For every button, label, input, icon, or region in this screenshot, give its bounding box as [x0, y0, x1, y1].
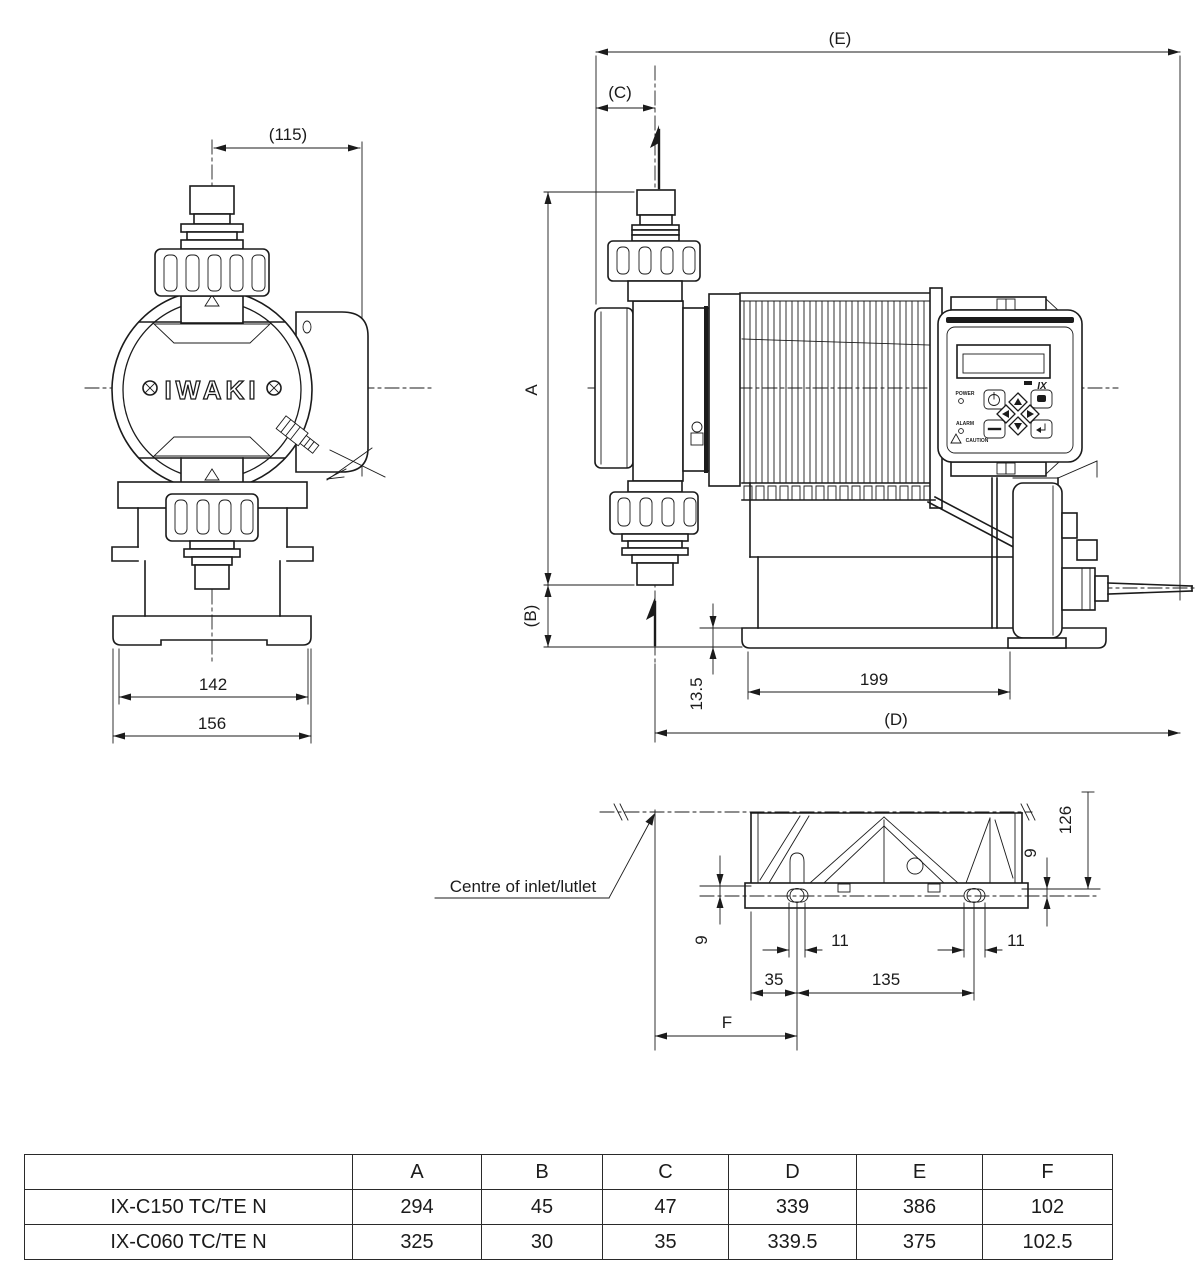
- header-C: C: [602, 1154, 729, 1190]
- dim-13-5: 13.5: [687, 603, 747, 711]
- dim-D-label: (D): [884, 710, 908, 729]
- brand-logo: IWAKI: [164, 375, 259, 405]
- cable-gland: [1061, 567, 1096, 611]
- cell-value: 339.5: [728, 1224, 857, 1260]
- arrow-keypad: [996, 392, 1040, 436]
- dim-142: 142: [118, 648, 309, 705]
- cell-value: 47: [602, 1189, 729, 1225]
- base-truss: [699, 812, 1101, 909]
- front-view: (115) IWAKI: [84, 125, 433, 744]
- header-B: B: [481, 1154, 603, 1190]
- dim-115-label: (115): [269, 125, 307, 144]
- dim-9-left-label: 9: [692, 935, 711, 944]
- dim-F-label: F: [722, 1013, 732, 1032]
- cell-value: 102.5: [982, 1224, 1113, 1260]
- model-name: IX-C060 TC/TE N: [24, 1224, 353, 1260]
- alarm-lamp: [958, 428, 964, 434]
- menu-icon: [1037, 395, 1046, 402]
- alarm-label: ALARM: [956, 421, 974, 427]
- header-F: F: [982, 1154, 1113, 1190]
- model-name: IX-C150 TC/TE N: [24, 1189, 353, 1225]
- dim-A-label: A: [522, 384, 541, 396]
- dim-156-label: 156: [198, 714, 226, 733]
- cell-value: 294: [352, 1189, 482, 1225]
- dim-E-label: (E): [829, 29, 852, 48]
- power-lamp: [958, 398, 964, 404]
- flow-arrow-top: [650, 125, 661, 190]
- dim-156: 156: [112, 648, 312, 744]
- dim-126-label: 126: [1056, 806, 1075, 834]
- warning-triangle-icon: [950, 433, 962, 444]
- power-cable: [1107, 582, 1193, 587]
- dim-A: A: [522, 191, 635, 586]
- top-fitting-front: [154, 185, 270, 297]
- bottom-fitting-front: [165, 493, 259, 590]
- drawing-canvas: (115) IWAKI: [84, 29, 1197, 1051]
- dim-11-left: 11: [762, 902, 849, 958]
- air-vent: [275, 415, 386, 481]
- bottom-fitting-side: [609, 480, 699, 586]
- cell-value: 386: [856, 1189, 983, 1225]
- dim-9-left: 9: [692, 855, 724, 945]
- dim-35-label: 35: [765, 970, 784, 989]
- cell-value: 45: [481, 1189, 603, 1225]
- cell-value: 35: [602, 1224, 729, 1260]
- dim-199: 199: [747, 651, 1011, 700]
- dim-B-label: (B): [521, 605, 540, 628]
- cell-value: 325: [352, 1224, 482, 1260]
- connector-port: [1076, 539, 1098, 561]
- header-A: A: [352, 1154, 482, 1190]
- dim-35: 35: [750, 902, 798, 1051]
- dim-9-right: 9: [1021, 848, 1051, 927]
- connector-port: [1061, 512, 1078, 539]
- dim-C: (C): [595, 83, 656, 112]
- table-header-row: A B C D E F: [24, 1154, 1113, 1190]
- caution-label: CAUTION: [966, 438, 989, 444]
- cell-value: 30: [481, 1224, 603, 1260]
- dim-E: (E): [595, 29, 1181, 601]
- dim-11-right: 11: [937, 902, 1025, 958]
- dim-11-left-label: 11: [831, 931, 849, 950]
- inlet-note-label: Centre of inlet/lutlet: [450, 877, 597, 896]
- rear-housing: [991, 460, 1193, 649]
- cell-value: 339: [728, 1189, 857, 1225]
- bottom-view: Centre of inlet/lutlet: [434, 791, 1101, 1051]
- dim-135-label: 135: [872, 970, 900, 989]
- cell-value: 375: [856, 1224, 983, 1260]
- top-fitting-side: [607, 189, 701, 302]
- dim-D: (D): [654, 710, 1181, 737]
- table-row: IX-C060 TC/TE N 325 30 35 339.5 375 102.…: [24, 1224, 1113, 1260]
- dim-135: 135: [796, 902, 975, 1001]
- dim-11-right-label: 11: [1007, 931, 1025, 950]
- header-E: E: [856, 1154, 983, 1190]
- cell-value: 102: [982, 1189, 1113, 1225]
- control-panel: IX POWER ALARM CAUTION: [937, 296, 1083, 477]
- dim-126: 126: [1056, 791, 1095, 890]
- side-view: (E) (C) A: [521, 29, 1197, 743]
- flow-arrow-bottom: [646, 597, 657, 647]
- motor-fins: [739, 287, 943, 509]
- start-stop-button: [983, 389, 1006, 410]
- dim-C-label: (C): [608, 83, 632, 102]
- lcd-display: [956, 344, 1051, 379]
- inlet-note: Centre of inlet/lutlet: [434, 813, 655, 899]
- dim-B: (B): [521, 584, 743, 648]
- dimension-table: A B C D E F IX-C150 TC/TE N 294 45 47 33…: [24, 1154, 1113, 1260]
- dim-9-right-label: 9: [1021, 848, 1040, 857]
- panel-logo: IX: [1037, 381, 1048, 392]
- dim-13-5-label: 13.5: [687, 677, 706, 710]
- table-row: IX-C150 TC/TE N 294 45 47 339 386 102: [24, 1189, 1113, 1225]
- pump-head-side: [594, 293, 741, 487]
- power-label: POWER: [956, 391, 975, 397]
- header-model: [24, 1154, 353, 1190]
- enter-button: [1030, 419, 1053, 439]
- header-D: D: [728, 1154, 857, 1190]
- dim-F: F: [654, 1013, 798, 1040]
- dim-142-label: 142: [199, 675, 227, 694]
- dim-199-label: 199: [860, 670, 888, 689]
